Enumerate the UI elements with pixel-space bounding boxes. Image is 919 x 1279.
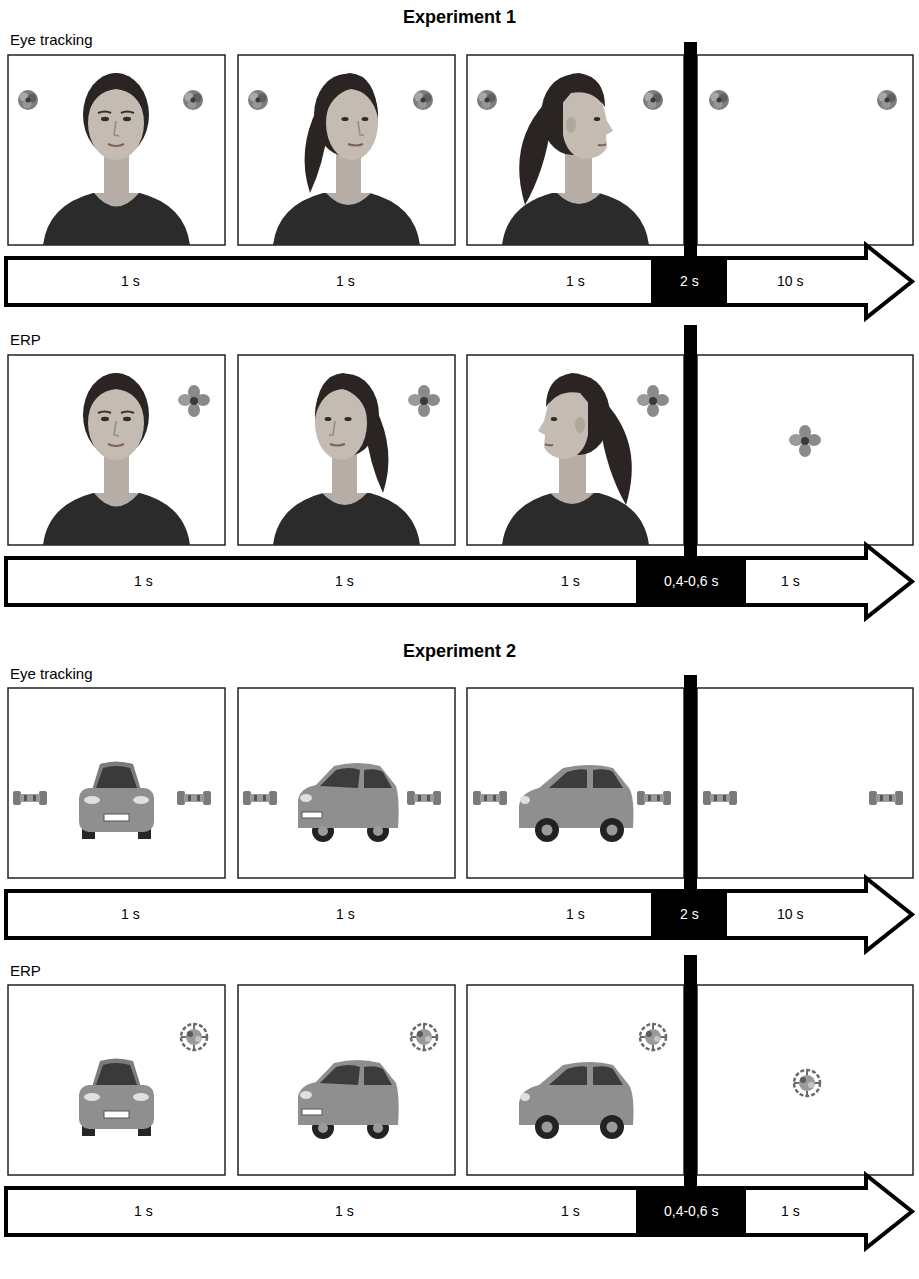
duration-label: 1 s: [335, 573, 354, 590]
condition-label: ERP: [10, 962, 41, 980]
duration-label: 1 s: [781, 573, 800, 590]
duration-label: 1 s: [566, 273, 585, 290]
duration-label: 2 s: [680, 273, 699, 290]
experiment-heading: Experiment 1: [403, 7, 516, 29]
duration-label: 1 s: [336, 906, 355, 923]
duration-label: 2 s: [680, 906, 699, 923]
duration-label: 0,4-0,6 s: [664, 573, 718, 590]
condition-label: ERP: [10, 331, 41, 349]
duration-label: 1 s: [561, 1203, 580, 1220]
duration-label: 10 s: [777, 906, 803, 923]
duration-label: 1 s: [336, 273, 355, 290]
condition-label: Eye tracking: [10, 31, 93, 49]
duration-label: 1 s: [134, 573, 153, 590]
duration-label: 1 s: [134, 1203, 153, 1220]
duration-label: 10 s: [777, 273, 803, 290]
condition-label: Eye tracking: [10, 665, 93, 683]
duration-label: 1 s: [121, 273, 140, 290]
duration-label: 1 s: [561, 573, 580, 590]
duration-label: 1 s: [781, 1203, 800, 1220]
duration-label: 1 s: [121, 906, 140, 923]
experiment-heading: Experiment 2: [403, 641, 516, 663]
duration-label: 1 s: [566, 906, 585, 923]
duration-label: 1 s: [335, 1203, 354, 1220]
duration-label: 0,4-0,6 s: [664, 1203, 718, 1220]
